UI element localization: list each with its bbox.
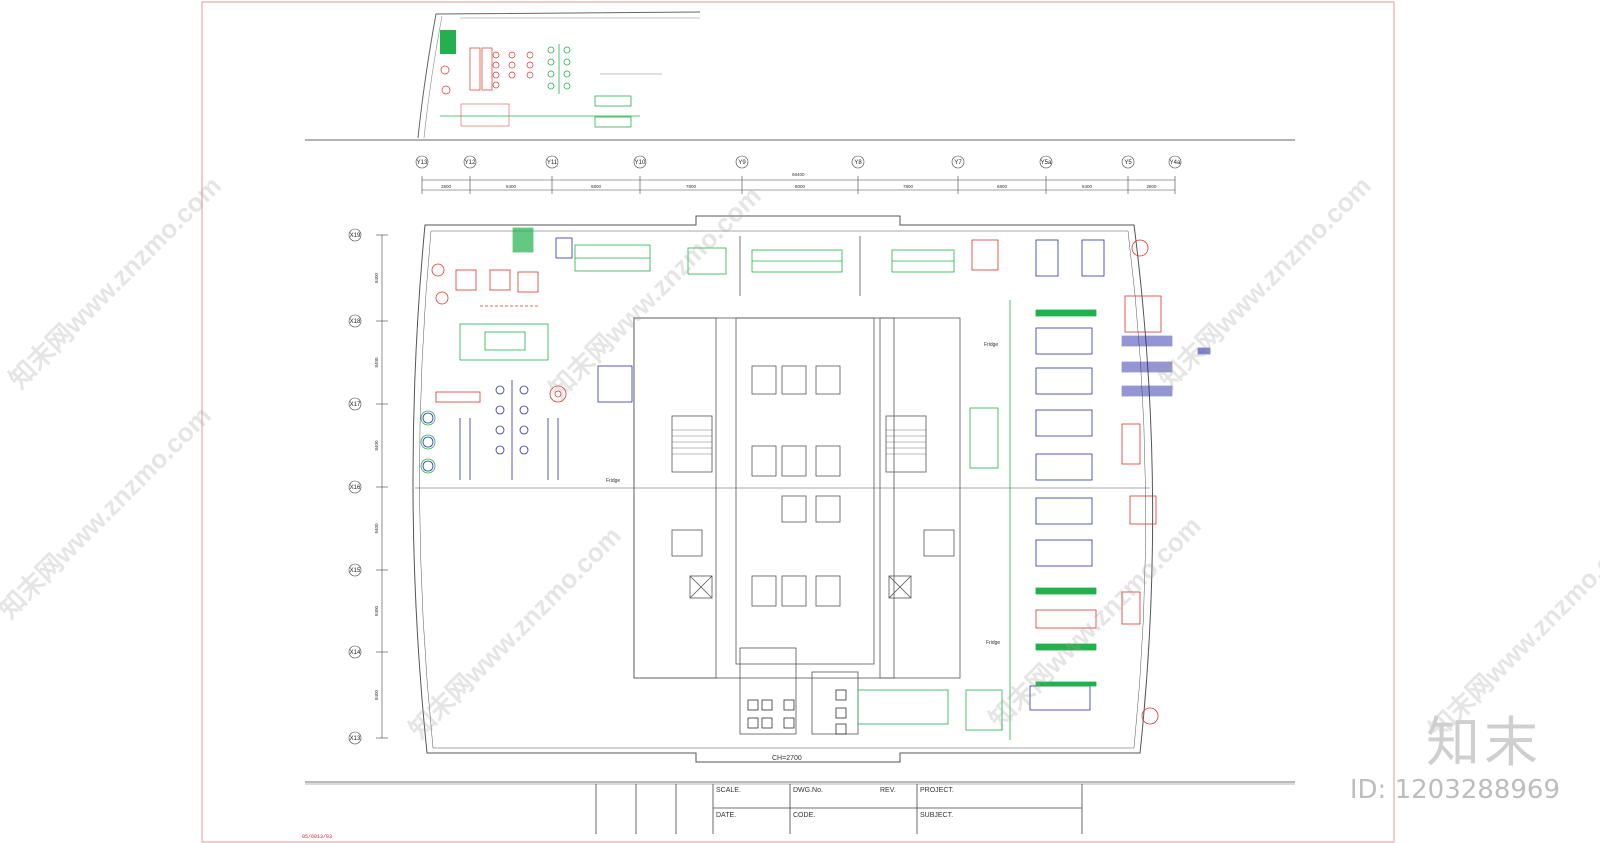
- grid-bubble-x16: [348, 480, 362, 494]
- bay-dimension: 8400: [374, 605, 379, 616]
- building-outline: [412, 215, 1154, 763]
- bay-dimension: 6400: [1082, 184, 1093, 189]
- grid-bubble-x14: [348, 645, 362, 659]
- watermark-text-5: 知末网www.znzmo.com: [983, 510, 1207, 734]
- grid-bubble-y11: [545, 155, 559, 169]
- grid-label-y9: Y9: [738, 160, 746, 166]
- north-meeting-rooms: [687, 236, 955, 296]
- watermark-text-6: 知末网www.znzmo.com: [1153, 170, 1377, 394]
- grid-bubble-y12: [463, 155, 477, 169]
- room-label-fridge-3: Fridge: [984, 342, 998, 348]
- key-plan: [417, 11, 701, 139]
- bay-dimension: 8400: [374, 440, 379, 451]
- grid-label-x15: X15: [350, 568, 361, 574]
- bay-dimension: 8400: [374, 272, 379, 283]
- room-label-fridge-2: Fridge: [986, 640, 1000, 646]
- grid-label-y8: Y8: [854, 160, 862, 166]
- building-core: [633, 317, 961, 735]
- grid-bubble-x17: [348, 397, 362, 411]
- grid-bubble-y4a: [1168, 155, 1182, 169]
- grid-label-y13: Y13: [417, 160, 428, 166]
- grid-label-y7: Y7: [954, 160, 962, 166]
- brand-watermark: 知末: [1426, 711, 1542, 774]
- grid-bubble-y13: [415, 155, 429, 169]
- bay-dimension: 8400: [374, 523, 379, 534]
- grid-bubble-y5a: [1039, 155, 1053, 169]
- left-grid-axes: X198400X188400X178400X168400X158400X1484…: [348, 228, 388, 745]
- bay-dimension: 6800: [591, 184, 602, 189]
- image-id-watermark: ID: 1203288969: [1349, 775, 1560, 805]
- grid-bubble-y9: [735, 155, 749, 169]
- bay-dimension: 7800: [903, 184, 914, 189]
- grid-bubble-y8: [851, 155, 865, 169]
- sheet-code: 05/6013/03: [302, 834, 333, 840]
- project-label: PROJECT.: [920, 787, 954, 794]
- subject-label: SUBJECT.: [920, 812, 953, 819]
- bay-dimension: 8400: [374, 357, 379, 368]
- toilets: [747, 689, 847, 735]
- grid-bubble-y10: [633, 155, 647, 169]
- code-label: CODE.: [793, 812, 815, 819]
- watermark-text-3: 知末网www.znzmo.com: [403, 520, 627, 744]
- dwg-no-label: DWG.No.: [793, 787, 823, 794]
- grid-bubble-x13: [348, 731, 362, 745]
- rev-label: REV.: [880, 787, 896, 794]
- grid-label-y4a: Y4a: [1170, 160, 1181, 166]
- grid-label-x16: X16: [350, 485, 361, 491]
- top-grid-axes: Y13 2800 Y12 6400 Y11 6800 Y10 7800 Y9 8000 Y8 7800…: [415, 155, 1182, 194]
- west-wing-furniture: [420, 227, 651, 480]
- bay-dimension: 6800: [997, 184, 1008, 189]
- title-block: [305, 781, 1295, 834]
- top-dimension-string: 58400: [422, 172, 1175, 191]
- grid-label-x13: X13: [350, 736, 361, 742]
- overall-dimension: 58400: [792, 172, 805, 177]
- bay-dimension: 2800: [441, 184, 452, 189]
- grid-label-x19: X19: [350, 233, 361, 239]
- bay-dimension: 7800: [686, 184, 697, 189]
- grid-label-x17: X17: [350, 402, 361, 408]
- bay-dimension: 8000: [795, 184, 806, 189]
- east-wing-workstations: [857, 239, 1211, 740]
- grid-label-x18: X18: [350, 319, 361, 325]
- grid-label-y10: Y10: [635, 160, 646, 166]
- grid-label-y12: Y12: [465, 160, 476, 166]
- sheet-border: [201, 1, 1395, 843]
- scale-label: SCALE.: [716, 787, 741, 794]
- bay-dimension: 8400: [374, 689, 379, 700]
- site-watermarks: 知末网www.znzmo.com 知末网www.znzmo.com 知末网www…: [0, 170, 1600, 744]
- grid-label-x14: X14: [350, 650, 361, 656]
- stairs: [672, 429, 926, 455]
- grid-label-y5a: Y5a: [1041, 160, 1052, 166]
- watermark-text-4: 知末网www.znzmo.com: [543, 180, 767, 404]
- grid-label-y5: Y5: [1124, 160, 1132, 166]
- grid-bubble-x19: [348, 228, 362, 242]
- watermark-text-2: 知末网www.znzmo.com: [0, 400, 217, 624]
- room-label-fridge-1: Fridge: [606, 478, 620, 484]
- bay-dimension: 2800: [1146, 184, 1157, 189]
- bay-dimension: 6400: [506, 184, 517, 189]
- grid-bubble-y5: [1121, 155, 1135, 169]
- watermark-text-1: 知末网www.znzmo.com: [3, 170, 227, 394]
- grid-bubble-x18: [348, 314, 362, 328]
- grid-bubble-x15: [348, 563, 362, 577]
- grid-bubble-y7: [951, 155, 965, 169]
- date-label: DATE.: [716, 812, 736, 819]
- ceiling-height-note: CH=2700: [772, 755, 802, 762]
- grid-label-y11: Y11: [547, 160, 558, 166]
